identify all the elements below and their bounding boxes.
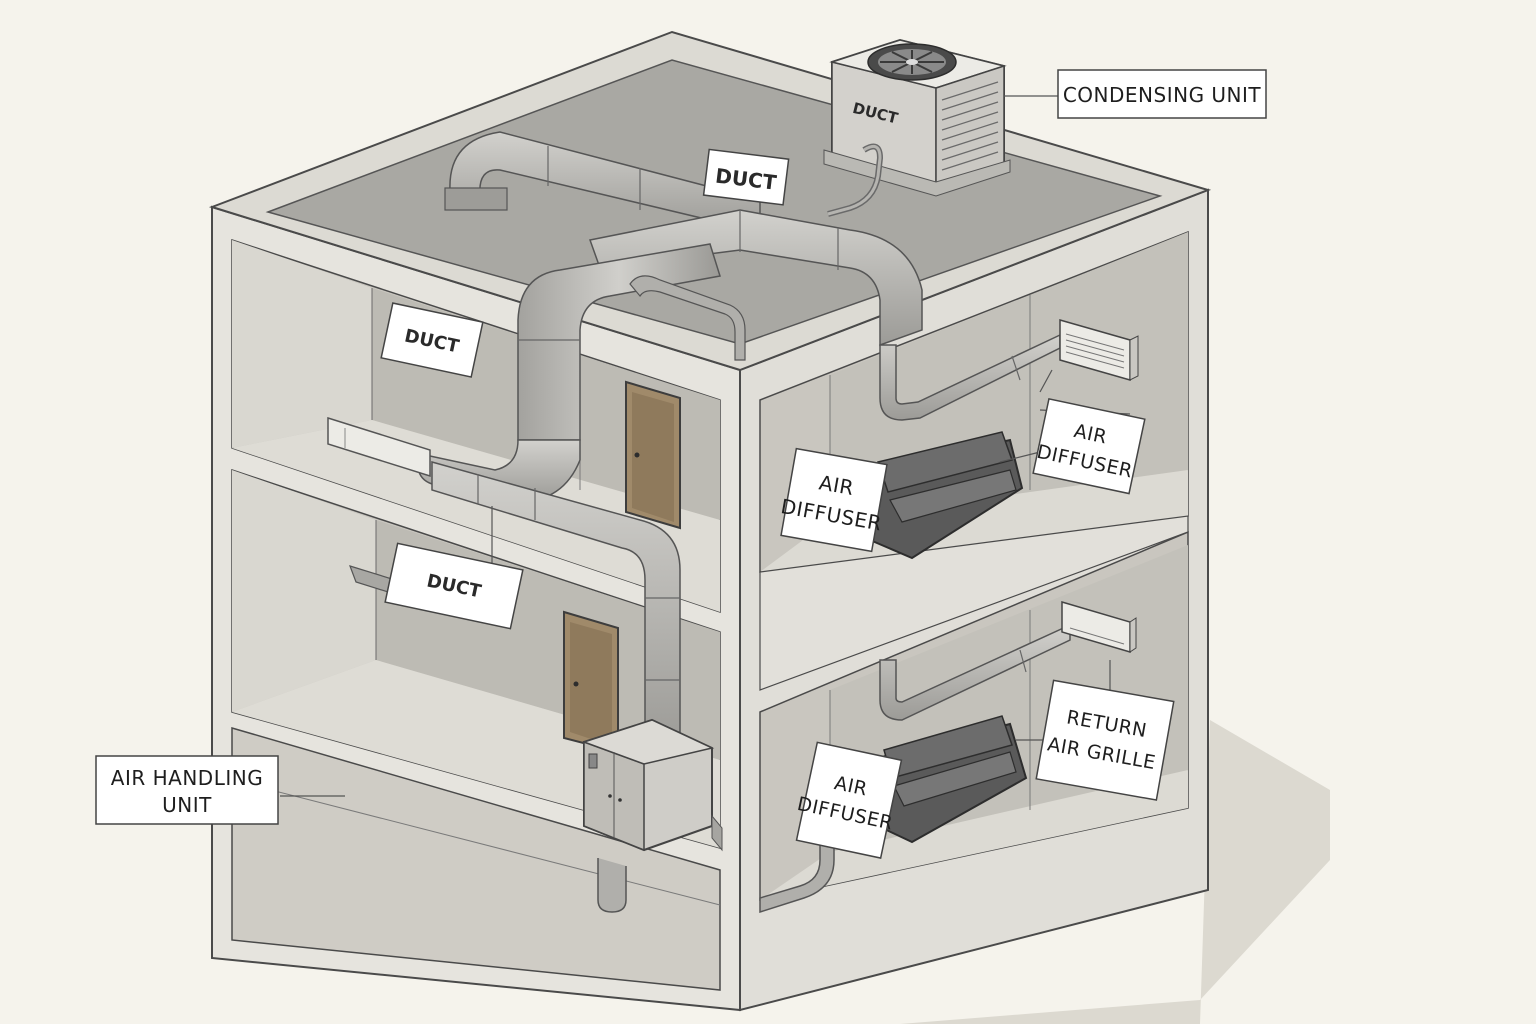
ahu-label-line2: UNIT: [162, 793, 212, 817]
return-pipe: [597, 814, 723, 913]
supply-duct-upper: [417, 439, 681, 749]
callout-upper-diffuser-right: AIR DIFFUSER: [1032, 397, 1146, 495]
left-basement: [231, 727, 721, 991]
fan-icon: [867, 43, 957, 81]
callout-lower-diffuser: AIR DIFFUSER: [795, 741, 903, 859]
callout-lower-duct: DUCT: [384, 542, 524, 630]
wall-unit-upper: [1059, 319, 1139, 381]
right-basement-pipe: [759, 829, 835, 914]
callout-upper-duct: DUCT: [380, 302, 484, 378]
door-middle: [563, 610, 619, 754]
callout-air-handling-unit: AIR HANDLING UNIT: [95, 755, 279, 825]
right-floor-slab: [759, 515, 1189, 691]
condensing-unit-label: CONDENSING UNIT: [1063, 83, 1262, 107]
wall-unit-lower: [1061, 600, 1137, 654]
door-upper: [625, 380, 681, 530]
air-handling-unit-box: [581, 718, 715, 852]
callout-return-grille: RETURN AIR GRILLE: [1035, 679, 1175, 801]
upper-diffuser-left-line1: AIR: [817, 470, 856, 500]
ahu-label-line1: AIR HANDLING: [111, 766, 263, 790]
roof-duct-run: [444, 131, 923, 441]
slot-diffuser: [327, 416, 431, 478]
sofa-upper: [869, 431, 1024, 560]
ground-shadow: [900, 720, 1330, 1024]
callout-condensing-unit: CONDENSING UNIT: [1057, 69, 1267, 119]
callout-roof-duct: DUCT: [702, 148, 790, 206]
callout-upper-diffuser-left: AIR DIFFUSER: [779, 447, 888, 553]
